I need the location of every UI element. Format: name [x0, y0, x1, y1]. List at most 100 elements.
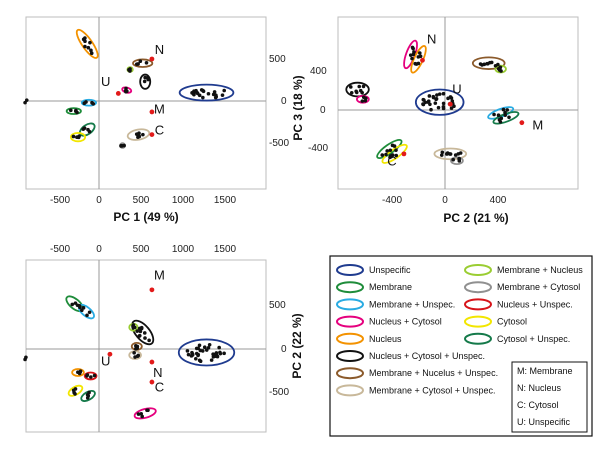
cluster-ellipse — [128, 350, 142, 360]
data-point — [144, 60, 149, 65]
data-point — [85, 313, 89, 318]
cluster-ellipse — [83, 371, 98, 381]
data-point — [414, 62, 419, 66]
legend-label: Cytosol + Unspec. — [497, 334, 570, 344]
legend-swatch — [336, 332, 364, 345]
data-point — [196, 353, 200, 358]
outlier-point — [24, 98, 29, 102]
data-point — [68, 108, 73, 113]
data-point — [429, 107, 433, 112]
legend-swatch — [464, 281, 492, 294]
data-point — [385, 149, 389, 153]
point-label: C — [387, 154, 396, 169]
data-point — [437, 92, 442, 96]
data-point — [136, 353, 141, 358]
data-point — [146, 408, 150, 413]
legend-label: Membrane + Cytosol — [497, 282, 580, 292]
point-label: U — [101, 74, 110, 89]
cluster-ellipse — [80, 98, 97, 107]
data-point — [421, 102, 425, 106]
panel1-x-tick: 500 — [133, 195, 150, 206]
data-point — [204, 348, 209, 352]
cluster-ellipse — [178, 83, 235, 102]
data-point — [141, 132, 145, 137]
legend-swatch — [336, 367, 364, 380]
data-point — [384, 152, 388, 157]
legend-swatch — [336, 298, 364, 311]
point-label: U — [452, 81, 461, 96]
point-label: M — [154, 102, 165, 117]
panel3-x-tick: 500 — [133, 244, 150, 255]
cluster-ellipse — [345, 81, 370, 98]
data-point — [138, 329, 143, 334]
data-point — [82, 101, 87, 106]
panel3-frame — [25, 259, 267, 433]
data-point — [143, 75, 147, 80]
data-point — [88, 40, 92, 45]
reference-point — [149, 359, 155, 365]
data-point — [478, 62, 483, 66]
data-point — [348, 85, 353, 89]
data-point — [86, 127, 90, 132]
data-point — [124, 89, 128, 94]
legend-label: Nucleus + Cytosol + Unspec. — [369, 351, 485, 361]
panel1-x-tick: -500 — [50, 195, 70, 206]
data-point — [433, 101, 438, 105]
data-point — [85, 392, 90, 397]
data-point — [441, 106, 446, 111]
data-point — [349, 90, 354, 95]
data-point — [135, 329, 140, 333]
data-point — [499, 116, 504, 121]
legend-swatch — [464, 264, 492, 276]
cluster-ellipse — [450, 156, 464, 166]
legend-key-cytosol: C: Cytosol — [517, 400, 559, 410]
data-point — [146, 77, 151, 82]
data-point — [87, 310, 92, 315]
data-point — [194, 346, 199, 351]
data-point — [435, 93, 439, 97]
data-point — [119, 144, 123, 148]
legend-swatch — [336, 315, 364, 328]
legend-label: Nucleus + Cytosol — [369, 317, 442, 327]
data-point — [493, 63, 498, 68]
panel1-x-tick: 1500 — [214, 195, 237, 206]
data-point — [71, 134, 76, 139]
panel1-y-tick: 0 — [281, 96, 287, 107]
data-point — [75, 135, 79, 139]
cluster-ellipse — [65, 107, 82, 115]
point-label: C — [155, 380, 164, 395]
data-point — [137, 333, 142, 338]
data-point — [498, 65, 503, 70]
panel2-y-axis-label: PC 3 (18 %) — [291, 75, 305, 140]
panel1-x-tick: 1000 — [172, 195, 195, 206]
data-point — [91, 102, 96, 106]
point-label: U — [101, 354, 110, 369]
panel2-x-tick: 0 — [442, 195, 448, 206]
data-point — [507, 115, 511, 120]
cluster-ellipse — [376, 139, 403, 159]
reference-point — [149, 109, 155, 115]
data-point — [441, 91, 446, 96]
data-point — [139, 325, 144, 330]
legend-label: Membrane + Unspec. — [369, 299, 455, 309]
data-point — [185, 349, 190, 353]
reference-point — [447, 101, 453, 107]
legend-swatch — [336, 281, 364, 294]
data-point — [143, 336, 147, 340]
legend-label: Membrane + Cytosol + Unspec. — [369, 385, 496, 395]
data-point — [411, 52, 416, 57]
data-point — [448, 95, 453, 99]
data-point — [207, 342, 212, 347]
panel1-y-tick: -500 — [269, 138, 289, 149]
data-point — [354, 89, 358, 94]
data-point — [452, 104, 456, 108]
reference-point — [519, 120, 525, 126]
data-point — [134, 62, 139, 66]
data-point — [134, 132, 139, 136]
cluster-ellipse — [132, 58, 154, 68]
legend-swatch — [336, 264, 364, 276]
data-point — [73, 392, 77, 396]
data-point — [453, 153, 458, 157]
